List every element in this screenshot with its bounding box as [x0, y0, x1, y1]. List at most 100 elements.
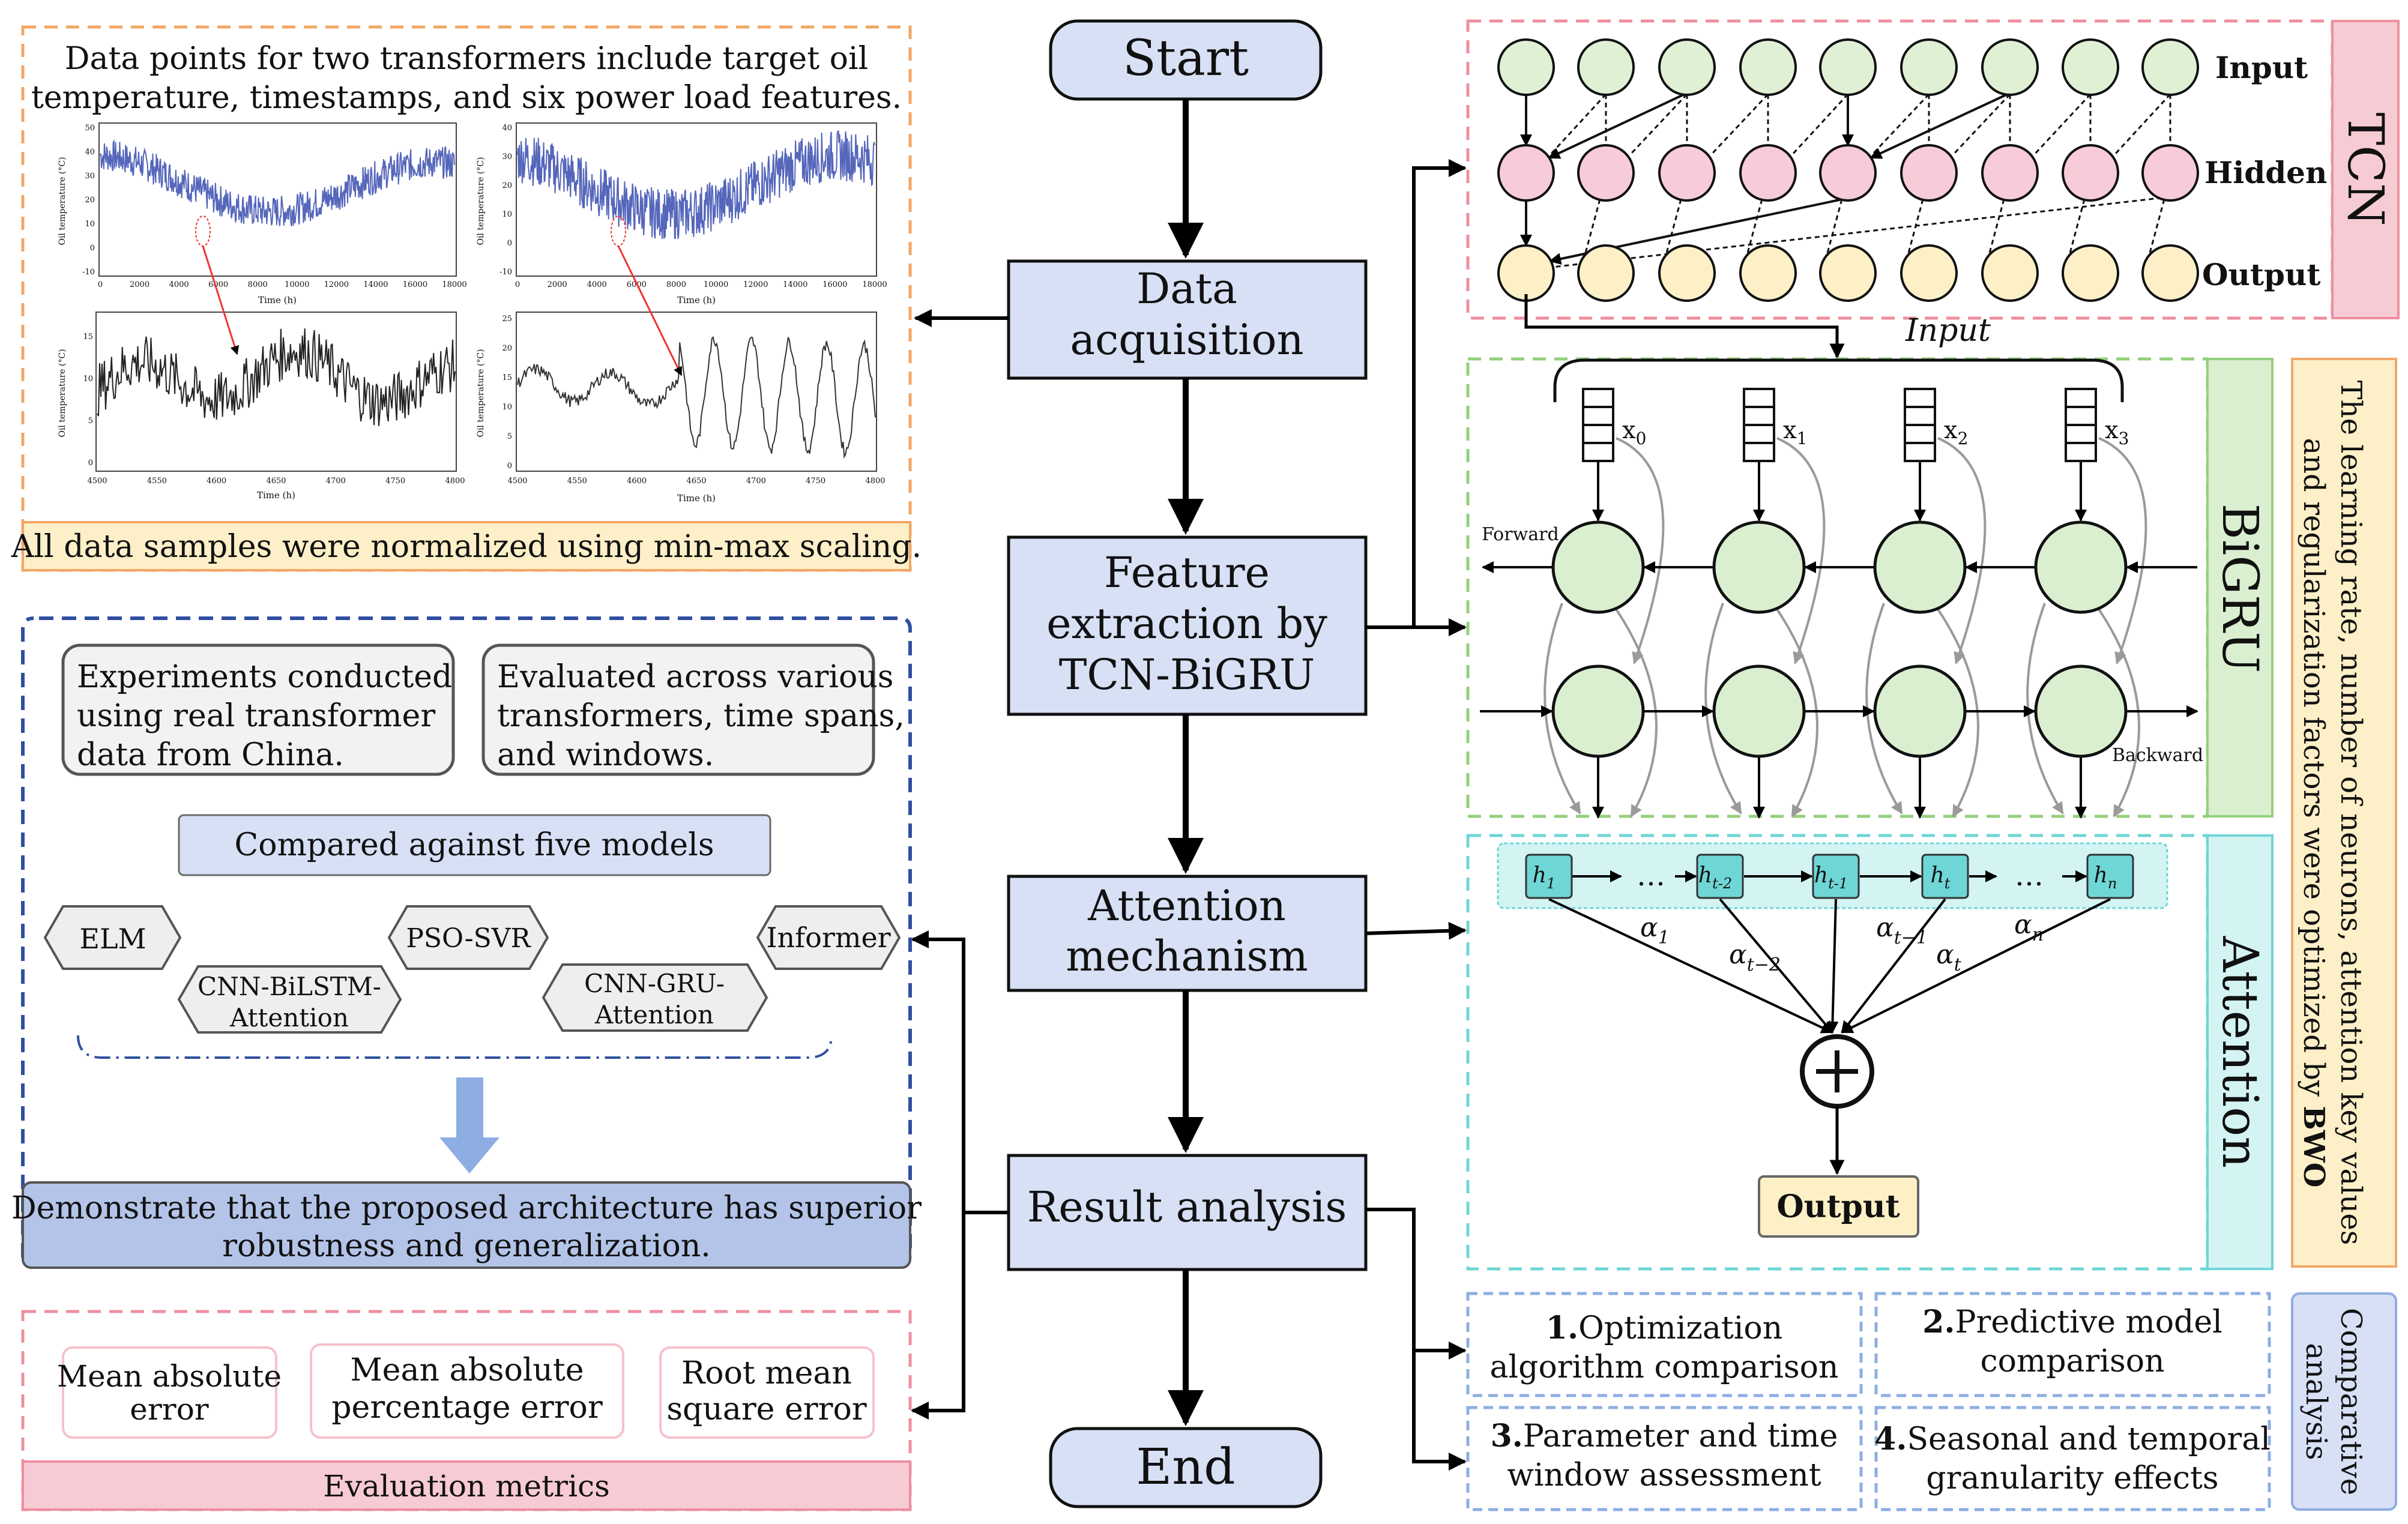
tick-label: 40: [85, 148, 95, 157]
data-panel: Data points for two transformers include…: [11, 25, 922, 572]
tick-label: 0: [515, 280, 520, 289]
tcn-node: [2062, 144, 2119, 202]
model-pso-svr: [387, 905, 549, 970]
metric-rmse: [659, 1346, 875, 1439]
tick-label: 16000: [403, 280, 427, 289]
tick-label: 4600: [207, 477, 226, 486]
end-label: End: [1136, 1439, 1235, 1496]
hidden-state-label: ht-2: [1698, 863, 1732, 892]
data-acquisition-label-1: Data: [1136, 264, 1237, 313]
normalize-note-box: [22, 521, 911, 571]
tick-label: 30: [85, 172, 95, 181]
comparative-label-1: Comparative: [2334, 1308, 2368, 1495]
tick-label: 10: [83, 375, 93, 384]
tcn-node: [1497, 144, 1555, 202]
tick-label: 4000: [169, 280, 189, 289]
tcn-node: [1819, 38, 1877, 96]
tick-label: 25: [502, 315, 512, 324]
tick-label: 10000: [704, 280, 728, 289]
hidden-state-box: [1812, 854, 1860, 899]
tcn-node: [1819, 244, 1877, 302]
metric-mae-line-2: error: [130, 1392, 208, 1427]
metric-rmse-line-2: square error: [666, 1391, 866, 1427]
data-panel-title-2: temperature, timestamps, and six power l…: [31, 80, 902, 116]
tcn-node: [1658, 244, 1716, 302]
feature-extraction-label-2: extraction by: [1046, 599, 1327, 648]
ylabel-bottom-left: Oil temperature (°C): [58, 349, 67, 437]
input-vector-icon: [1743, 388, 1775, 462]
side-connectors: [911, 159, 1467, 1471]
tick-label: 14000: [363, 280, 388, 289]
tick-label: 4550: [147, 477, 167, 486]
tick-label: 16000: [822, 280, 847, 289]
ellipsis: …: [1637, 859, 1665, 893]
tcn-node: [1981, 244, 2039, 302]
model-cnn-bilstm-attention: [177, 965, 402, 1034]
input-vector-label: x1: [1783, 417, 1807, 448]
backward-label: Backward: [2112, 745, 2203, 766]
tick-label: 2000: [548, 280, 567, 289]
metric-mape-line-1: Mean absolute: [350, 1352, 584, 1388]
tcn-node: [2062, 38, 2119, 96]
tcn-node: [1819, 144, 1877, 202]
evaluated-box: [481, 643, 875, 776]
bwo-note-line-1: The learning rate, number of neurons, at…: [2334, 381, 2368, 1245]
attention-output-label: Output: [1776, 1188, 1900, 1225]
bigru-nodes: [1551, 520, 2128, 758]
comparative-item-2-line-2: comparison: [1981, 1343, 2165, 1379]
evaluated-line-1: Evaluated across various: [497, 659, 894, 695]
evaluated-line-3: and windows.: [497, 737, 714, 773]
tcn-node: [1900, 144, 1958, 202]
conclusion-box: [22, 1181, 911, 1269]
tcn-to-bigru-arrow: [1524, 294, 1845, 359]
tcn-panel: TCN Input Hidden Output: [1466, 19, 2400, 320]
comparative-label-2: analysis: [2299, 1343, 2333, 1460]
tick-label: 12000: [324, 280, 349, 289]
forward-label: Forward: [1482, 524, 1559, 545]
tick-label: -10: [499, 268, 512, 277]
comparative-item-4: [1874, 1406, 2271, 1511]
hidden-state-box: [1696, 854, 1744, 899]
tcn-panel-border: [1466, 19, 2334, 320]
comparative-item-1-line-2: algorithm comparison: [1490, 1349, 1839, 1385]
tick-label: 4800: [445, 477, 465, 486]
tick-label: 4000: [587, 280, 607, 289]
tcn-node: [1497, 38, 1555, 96]
comparative-item-4-line-2: granularity effects: [1926, 1460, 2218, 1496]
comparative-item-3: [1466, 1406, 1863, 1511]
tick-label: 4500: [507, 477, 527, 486]
hidden-state-box: [2086, 854, 2134, 899]
end-node: [1049, 1427, 1323, 1508]
zoom-arrow-left: [202, 245, 240, 355]
tcn-node: [1739, 144, 1797, 202]
tick-label: 50: [85, 124, 95, 133]
tick-label: 18000: [862, 280, 887, 289]
tcn-node: [1900, 38, 1958, 96]
gru-forward-node: [2034, 520, 2128, 614]
tick-label: 15: [83, 333, 93, 342]
tcn-node: [1497, 244, 1555, 302]
tick-label: 12000: [743, 280, 768, 289]
tcn-nodes: [1497, 38, 2199, 302]
ellipsis: …: [2015, 859, 2044, 893]
attention-mechanism-label-2: mechanism: [1066, 932, 1308, 981]
tcn-node: [1981, 38, 2039, 96]
comparative-item-1: [1466, 1292, 1863, 1397]
gru-backward-node: [1712, 664, 1806, 758]
model-cnn-bilstm-label-1: CNN-BiLSTM-: [198, 972, 381, 1001]
comparative-item-3-line-2: window assessment: [1507, 1457, 1821, 1493]
tick-label: 0: [507, 462, 512, 471]
tick-label: 5: [507, 432, 512, 441]
model-cnn-gru-label-2: Attention: [594, 1000, 714, 1029]
input-vector-icon: [1904, 388, 1936, 462]
result-analysis-label: Result analysis: [1027, 1182, 1347, 1232]
comparative-item-1-line-1: 1.Optimization: [1546, 1310, 1782, 1346]
tcn-row-hidden: Hidden: [2204, 155, 2327, 190]
gru-backward-node: [2034, 664, 2128, 758]
tick-label: 4750: [385, 477, 405, 486]
